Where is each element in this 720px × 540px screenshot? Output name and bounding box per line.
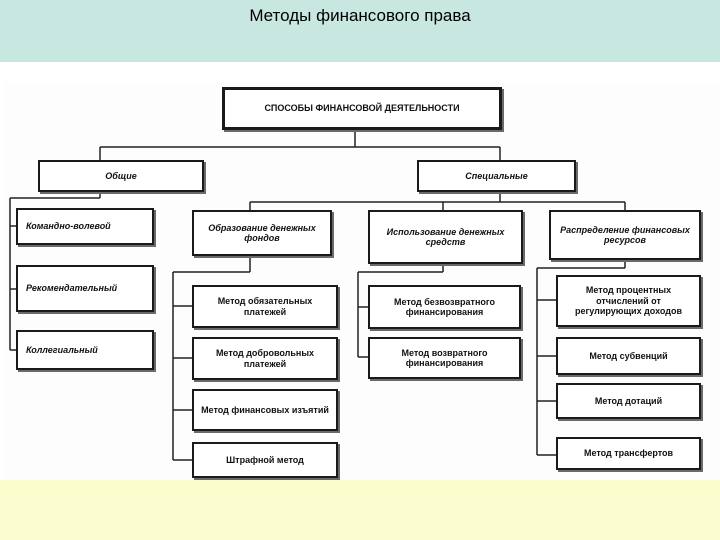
special-group-label: Образование денежных фондов: [208, 222, 316, 243]
method-box: Метод финансовых изъятий: [192, 389, 338, 431]
method-box: Метод процентных отчислений от регулирую…: [556, 275, 701, 327]
general-item-label: Рекомендательный: [26, 283, 118, 294]
method-box: Метод трансфертов: [556, 437, 701, 470]
root-box: СПОСОБЫ ФИНАНСОВОЙ ДЕЯТЕЛЬНОСТИ: [222, 87, 502, 130]
slide-title: Методы финансового права: [249, 6, 471, 25]
method-box: Метод безвозвратного финансирования: [368, 285, 521, 329]
general-box: Общие: [38, 160, 204, 192]
special-group-label: Использование денежных средств: [386, 226, 505, 247]
special-label: Специальные: [465, 170, 528, 181]
method-box: Метод возвратного финансирования: [368, 337, 521, 379]
general-label: Общие: [105, 170, 137, 181]
method-label: Метод обязательных платежей: [217, 296, 313, 317]
method-box: Метод субвенций: [556, 337, 701, 375]
title-band: [0, 0, 720, 62]
method-label: Метод возвратного финансирования: [401, 347, 488, 368]
method-label: Метод добровольных платежей: [215, 348, 315, 369]
general-item-box: Коллегиальный: [16, 330, 154, 370]
method-box: Метод добровольных платежей: [192, 337, 338, 380]
method-box: Метод обязательных платежей: [192, 285, 338, 328]
special-group-label: Распределение финансовых ресурсов: [560, 224, 690, 245]
root-label: СПОСОБЫ ФИНАНСОВОЙ ДЕЯТЕЛЬНОСТИ: [264, 103, 460, 114]
special-group-box: Использование денежных средств: [368, 210, 523, 264]
method-label: Метод дотаций: [594, 395, 663, 406]
special-group-box: Образование денежных фондов: [192, 210, 332, 256]
method-box: Метод дотаций: [556, 383, 701, 419]
method-label: Метод процентных отчислений от регулирую…: [575, 285, 682, 317]
method-label: Штрафной метод: [226, 454, 304, 465]
method-label: Метод трансфертов: [583, 448, 674, 459]
method-label: Метод субвенций: [589, 350, 668, 361]
method-label: Метод финансовых изъятий: [201, 404, 329, 415]
general-item-label: Коллегиальный: [26, 344, 98, 355]
method-label: Метод безвозвратного финансирования: [393, 296, 496, 317]
general-item-box: Командно-волевой: [16, 208, 154, 245]
method-box: Штрафной метод: [192, 442, 338, 478]
general-item-label: Командно-волевой: [26, 221, 111, 232]
general-item-box: Рекомендательный: [16, 265, 154, 312]
special-box: Специальные: [417, 160, 576, 192]
special-group-box: Распределение финансовых ресурсов: [549, 210, 701, 260]
